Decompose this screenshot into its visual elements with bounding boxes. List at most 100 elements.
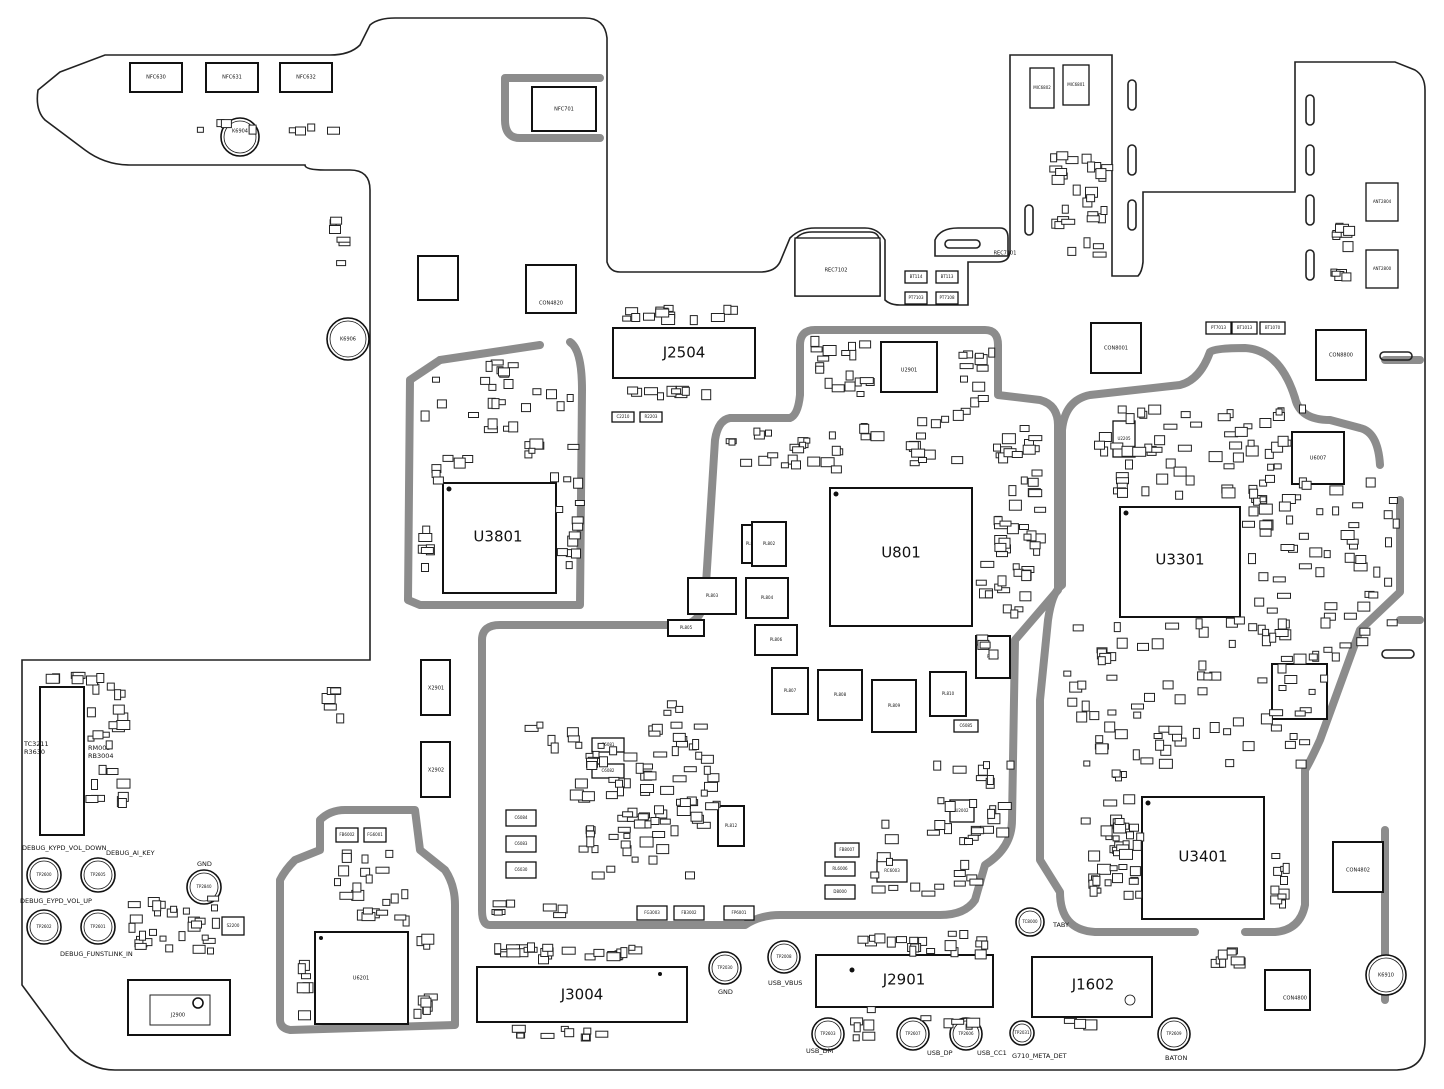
part-rl6006 bbox=[824, 861, 856, 877]
passive-pad bbox=[323, 703, 337, 711]
passive-pad bbox=[700, 789, 708, 797]
passive-pad bbox=[845, 370, 854, 381]
part-label: C6085 bbox=[960, 723, 973, 728]
passive-pad bbox=[1324, 602, 1338, 611]
inductor-label: PL806 bbox=[770, 637, 783, 642]
passive-pad bbox=[1180, 411, 1191, 419]
passive-pad bbox=[503, 379, 514, 389]
j2504-label: J2504 bbox=[662, 344, 706, 362]
net-debug-eypd-vol-up: DEBUG_EYPD_VOL_UP bbox=[20, 897, 92, 905]
passive-pad bbox=[866, 1006, 876, 1014]
passive-pad bbox=[689, 315, 698, 326]
passive-pad bbox=[529, 438, 544, 450]
passive-pad bbox=[488, 383, 497, 391]
passive-pad bbox=[1076, 711, 1088, 723]
passive-pad bbox=[191, 920, 202, 929]
passive-pad bbox=[951, 456, 964, 465]
nfc631-label: NFC631 bbox=[222, 75, 242, 81]
medium-parts: NFC701 CON4820 CON8001 CON8800 CON4800 C… bbox=[417, 86, 1384, 1011]
passive-pad bbox=[507, 362, 519, 369]
passive-pad bbox=[1158, 758, 1173, 769]
passive-pad bbox=[1270, 885, 1280, 895]
part-ant2800 bbox=[1365, 249, 1399, 289]
passive-pad bbox=[1031, 469, 1043, 477]
passive-pad bbox=[637, 813, 649, 821]
passive-pad bbox=[620, 947, 628, 959]
passive-pad bbox=[540, 1032, 555, 1039]
part-label: BT1013 bbox=[1237, 325, 1253, 330]
passive-pad bbox=[676, 806, 691, 816]
passive-pad bbox=[1294, 710, 1306, 717]
test-points: TP2600 DEBUG_KYPD_VOL_DOWN TP2605 DEBUG_… bbox=[20, 844, 1191, 1062]
passive-pad bbox=[653, 751, 668, 758]
passive-pad bbox=[329, 225, 341, 234]
passive-pad bbox=[1269, 632, 1277, 643]
part-bt113 bbox=[935, 270, 959, 284]
passive-pad bbox=[1014, 606, 1024, 613]
passive-pad bbox=[1106, 674, 1118, 681]
passive-pad bbox=[683, 766, 697, 773]
passive-pad bbox=[681, 386, 690, 396]
passive-pad bbox=[993, 443, 1001, 452]
passive-pad bbox=[960, 859, 970, 870]
passive-pad bbox=[643, 771, 657, 781]
passive-pad bbox=[1156, 473, 1169, 485]
passive-pad bbox=[1284, 740, 1296, 749]
part-label: C6083 bbox=[515, 841, 528, 846]
passive-pad bbox=[1341, 272, 1352, 282]
passive-pad bbox=[431, 469, 441, 478]
passive-pad bbox=[859, 377, 874, 385]
passive-pad bbox=[944, 801, 956, 812]
passive-pad bbox=[582, 1033, 590, 1041]
passive-pad bbox=[524, 724, 539, 732]
passive-pad bbox=[623, 752, 638, 762]
passive-pad bbox=[1271, 441, 1284, 453]
passive-pad bbox=[201, 934, 209, 941]
passive-pad bbox=[606, 865, 616, 873]
passive-pad bbox=[1098, 432, 1112, 442]
passive-pad bbox=[886, 857, 893, 866]
passive-pad bbox=[1320, 674, 1329, 683]
passive-pad bbox=[1217, 949, 1228, 960]
passive-pad bbox=[556, 401, 565, 412]
passive-pad bbox=[728, 438, 736, 446]
passive-pad bbox=[1089, 711, 1100, 721]
passive-pad bbox=[1092, 251, 1107, 258]
inductor-label: PL802 bbox=[763, 541, 776, 546]
passive-pad bbox=[1077, 680, 1087, 690]
passive-pad bbox=[593, 948, 605, 957]
passive-pad bbox=[1392, 518, 1400, 529]
passive-pad bbox=[969, 799, 978, 808]
passive-pad bbox=[1323, 550, 1331, 559]
passive-pad bbox=[1344, 552, 1355, 563]
passive-pad bbox=[1308, 653, 1318, 661]
passive-pad bbox=[617, 786, 624, 797]
passive-pad bbox=[432, 376, 440, 383]
passive-pad bbox=[1385, 537, 1392, 548]
passive-pad bbox=[1074, 1018, 1087, 1029]
passive-pad bbox=[643, 312, 655, 321]
passive-pad bbox=[297, 963, 306, 975]
passive-pad bbox=[1277, 435, 1289, 447]
svg-text:TC3211: TC3211 bbox=[23, 740, 49, 748]
passive-pad bbox=[330, 216, 343, 225]
passive-pad bbox=[1257, 677, 1268, 684]
passive-pad bbox=[211, 904, 218, 912]
passive-pad bbox=[1232, 452, 1244, 463]
net-usb-cc1: USB_CC1 bbox=[977, 1049, 1007, 1057]
part-fg3003 bbox=[636, 905, 668, 921]
u3401-label: U3401 bbox=[1178, 848, 1227, 866]
passive-pad bbox=[605, 791, 618, 800]
passive-pad bbox=[1135, 890, 1143, 899]
j3004-label: J3004 bbox=[560, 986, 604, 1004]
passive-pad bbox=[385, 849, 394, 858]
passive-pad bbox=[1232, 717, 1244, 727]
passive-pad bbox=[578, 845, 589, 853]
passive-pad bbox=[1123, 794, 1136, 805]
passive-pad bbox=[485, 360, 493, 372]
passive-pad bbox=[585, 830, 595, 838]
svg-text:TP2602: TP2602 bbox=[35, 924, 51, 929]
passive-pad bbox=[640, 784, 654, 793]
passive-pad bbox=[856, 391, 865, 397]
